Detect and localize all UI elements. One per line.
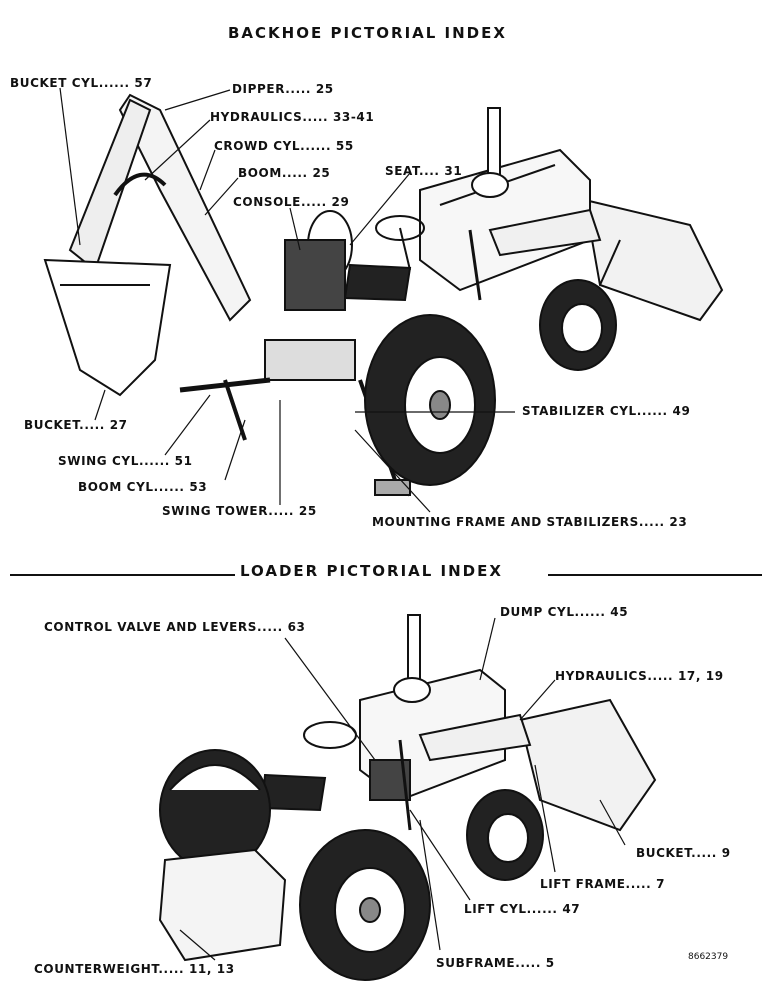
label-hydraulics-loader: HYDRAULICS..... 17, 19 (555, 669, 724, 683)
label-subframe: SUBFRAME..... 5 (436, 956, 555, 970)
section-divider-right (548, 574, 762, 576)
loader-tractor-illustration (158, 614, 657, 981)
section-divider-left (10, 574, 235, 576)
label-control-valve: CONTROL VALVE AND LEVERS..... 63 (44, 620, 306, 634)
label-bucket-loader: BUCKET..... 9 (636, 846, 731, 860)
label-swing-tower: SWING TOWER..... 25 (162, 504, 317, 518)
label-console: CONSOLE..... 29 (233, 195, 350, 209)
label-counterweight: COUNTERWEIGHT..... 11, 13 (34, 962, 235, 976)
label-dump-cyl: DUMP CYL...... 45 (500, 605, 629, 619)
figure-number: 8662379 (688, 952, 729, 962)
backhoe-tractor-illustration (43, 87, 724, 513)
loader-index-title: LOADER PICTORIAL INDEX (240, 562, 503, 580)
label-bucket-backhoe: BUCKET..... 27 (24, 418, 128, 432)
label-lift-cyl: LIFT CYL...... 47 (464, 902, 581, 916)
backhoe-index-title: BACKHOE PICTORIAL INDEX (228, 24, 507, 42)
label-bucket-cyl: BUCKET CYL...... 57 (10, 76, 153, 90)
label-seat: SEAT.... 31 (385, 164, 463, 178)
label-boom-cyl: BOOM CYL...... 53 (78, 480, 208, 494)
label-boom: BOOM..... 25 (238, 166, 331, 180)
label-hydraulics-backhoe: HYDRAULICS..... 33-41 (210, 110, 375, 124)
label-swing-cyl: SWING CYL...... 51 (58, 454, 193, 468)
label-stabilizer-cyl: STABILIZER CYL...... 49 (522, 404, 691, 418)
label-lift-frame: LIFT FRAME..... 7 (540, 877, 666, 891)
label-mounting-frame: MOUNTING FRAME AND STABILIZERS..... 23 (372, 515, 688, 529)
label-dipper: DIPPER..... 25 (232, 82, 334, 96)
label-crowd-cyl: CROWD CYL...... 55 (214, 139, 354, 153)
